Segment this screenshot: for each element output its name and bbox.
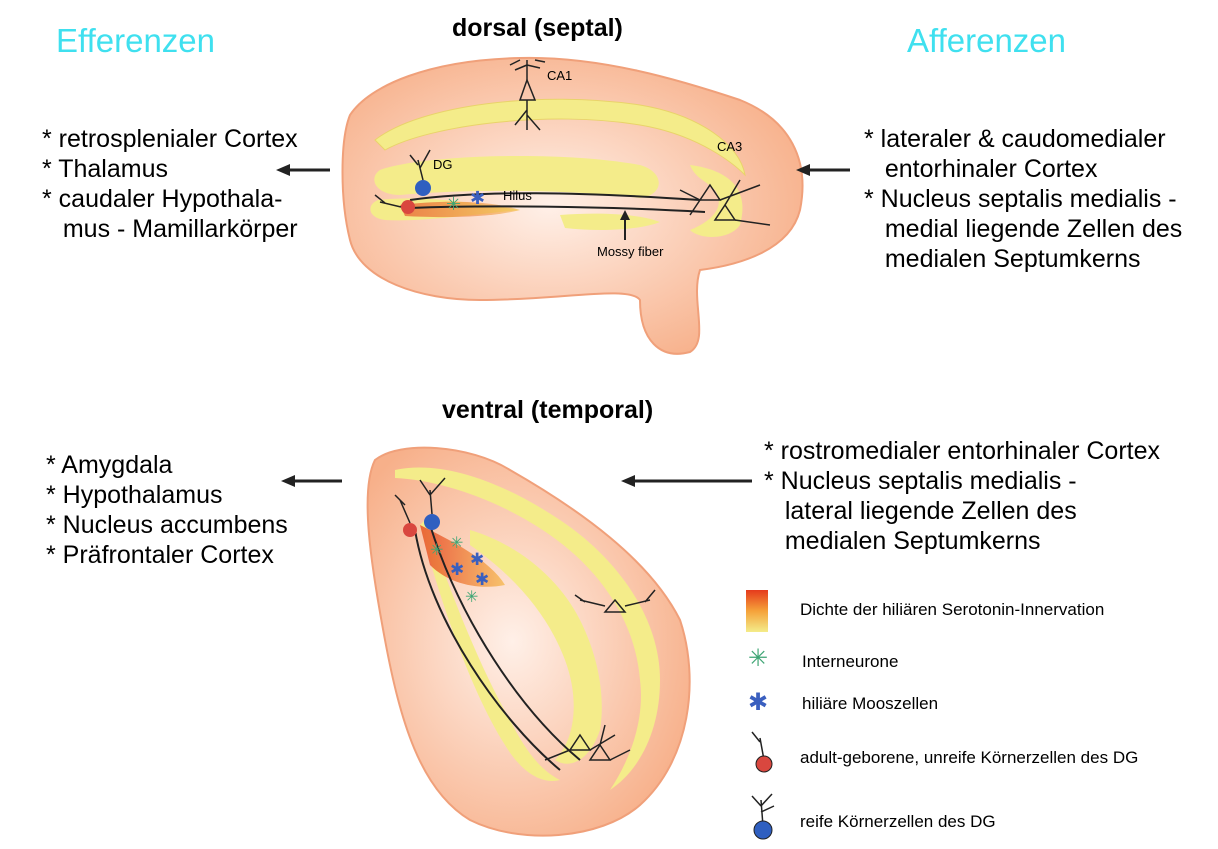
ventral-efferent-item: * Amygdala [46,450,288,480]
legend-label-innervation: Dichte der hiliären Serotonin-Innervatio… [800,600,1104,620]
dorsal-afferent-item: entorhinaler Cortex [864,154,1182,184]
dorsal-interneuron-icon: ✳ [446,194,461,214]
ventral-efferent-arrow [281,475,342,487]
legend-label-mature-granule: reife Körnerzellen des DG [800,812,996,832]
mature-granule-cell-icon [752,794,774,839]
ventral-mossy-cell-icon-3: ✱ [475,570,489,589]
ventral-efferent-item: * Hypothalamus [46,480,288,510]
legend-label-mossy-cell: hiliäre Mooszellen [802,694,938,714]
ventral-afferent-item: * rostromedialer entorhinaler Cortex [764,436,1160,466]
ventral-efferent-item: * Nucleus accumbens [46,510,288,540]
dorsal-efferent-item: * retrosplenialer Cortex [42,124,298,154]
ventral-afferent-item: medialen Septumkerns [764,526,1160,556]
ventral-afferent-list: * rostromedialer entorhinaler Cortex * N… [764,436,1160,556]
ventral-afferent-item: lateral liegende Zellen des [764,496,1160,526]
legend-label-interneuron: Interneurone [802,652,898,672]
ventral-mossy-cell-icon-1: ✱ [470,550,484,569]
dorsal-afferent-item: * lateraler & caudomedialer [864,124,1182,154]
interneuron-icon: ✳ [748,645,768,672]
dorsal-efferent-item: mus - Mamillarkörper [42,214,298,244]
ventral-mature-granule-cell [424,514,440,530]
dorsal-immature-granule-cell [401,200,415,214]
dorsal-mossy-cell-icon: ✱ [470,188,485,208]
dorsal-efferent-list: * retrosplenialer Cortex * Thalamus * ca… [42,124,298,244]
ventral-hippocampus: ✳ ✳ ✳ ✱ ✱ ✱ [368,448,690,836]
ca1-label: CA1 [547,68,572,83]
dorsal-afferent-arrow [796,164,850,176]
dorsal-mature-granule-cell [415,180,431,196]
ventral-afferent-arrow [621,475,752,487]
mossy-fiber-label: Mossy fiber [597,244,663,259]
dorsal-afferent-item: * Nucleus septalis medialis - [864,184,1182,214]
ventral-interneuron-icon-1: ✳ [430,542,443,559]
ca3-label: CA3 [717,139,742,154]
ventral-immature-granule-cell [403,523,417,537]
ventral-interneuron-icon-3: ✳ [465,589,478,606]
hilus-label: Hilus [503,188,532,203]
immature-granule-cell-icon [752,732,772,772]
ventral-mossy-cell-icon-2: ✱ [450,560,464,579]
ventral-efferent-item: * Präfrontaler Cortex [46,540,288,570]
dorsal-afferent-item: medialen Septumkerns [864,244,1182,274]
dorsal-hippocampus: ✳ ✱ [343,58,803,354]
dorsal-efferent-item: * Thalamus [42,154,298,184]
dorsal-afferent-item: medial liegende Zellen des [864,214,1182,244]
ventral-efferent-list: * Amygdala * Hypothalamus * Nucleus accu… [46,450,288,570]
mossy-cell-icon: ✱ [748,689,768,716]
dorsal-efferent-item: * caudaler Hypothala- [42,184,298,214]
legend-label-immature-granule: adult-geborene, unreife Körnerzellen des… [800,748,1138,768]
ventral-afferent-item: * Nucleus septalis medialis - [764,466,1160,496]
gradient-swatch-icon [746,590,768,632]
dorsal-afferent-list: * lateraler & caudomedialer entorhinaler… [864,124,1182,274]
dg-label: DG [433,157,453,172]
ventral-interneuron-icon-2: ✳ [450,535,463,552]
